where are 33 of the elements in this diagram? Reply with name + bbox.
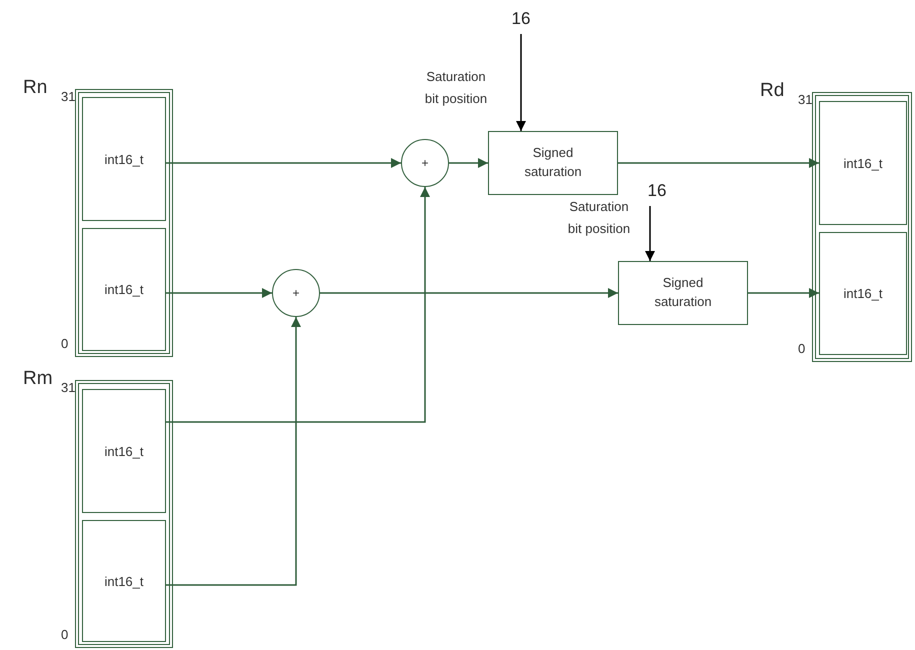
bit-index: 31 — [798, 92, 812, 107]
register-name: Rd — [760, 80, 784, 102]
saturation-block: Signed saturation — [488, 131, 618, 195]
arrow — [166, 317, 301, 586]
arrow — [516, 34, 526, 131]
bit-index: 0 — [798, 341, 806, 356]
arrow — [618, 158, 819, 168]
field-box: int16_t — [819, 232, 907, 355]
field-box: int16_t — [82, 389, 166, 513]
arrow — [166, 187, 430, 423]
bit-index: 31 — [61, 380, 76, 395]
adder-circle: + — [272, 269, 320, 317]
field-box: int16_t — [82, 520, 166, 642]
arrow — [166, 288, 272, 298]
field-box: int16_t — [819, 101, 907, 225]
register-name: Rm — [23, 368, 53, 390]
bit-index: 0 — [61, 336, 68, 351]
bit-position-value: 16 — [644, 178, 670, 204]
note-text: Saturation bit position — [424, 68, 488, 108]
bit-index: 31 — [61, 89, 76, 104]
register-name: Rn — [23, 77, 48, 99]
field-box: int16_t — [82, 97, 166, 221]
arrow — [449, 158, 488, 168]
bit-index: 0 — [61, 627, 68, 642]
field-box: int16_t — [82, 228, 166, 351]
note-text: Saturation bit position — [566, 198, 632, 238]
bit-position-value: 16 — [508, 6, 534, 32]
arrow — [320, 288, 618, 298]
arrow — [166, 158, 401, 168]
arrow — [645, 206, 655, 261]
saturation-block: Signed saturation — [618, 261, 748, 325]
adder-circle: + — [401, 139, 449, 187]
arrow — [748, 288, 819, 298]
